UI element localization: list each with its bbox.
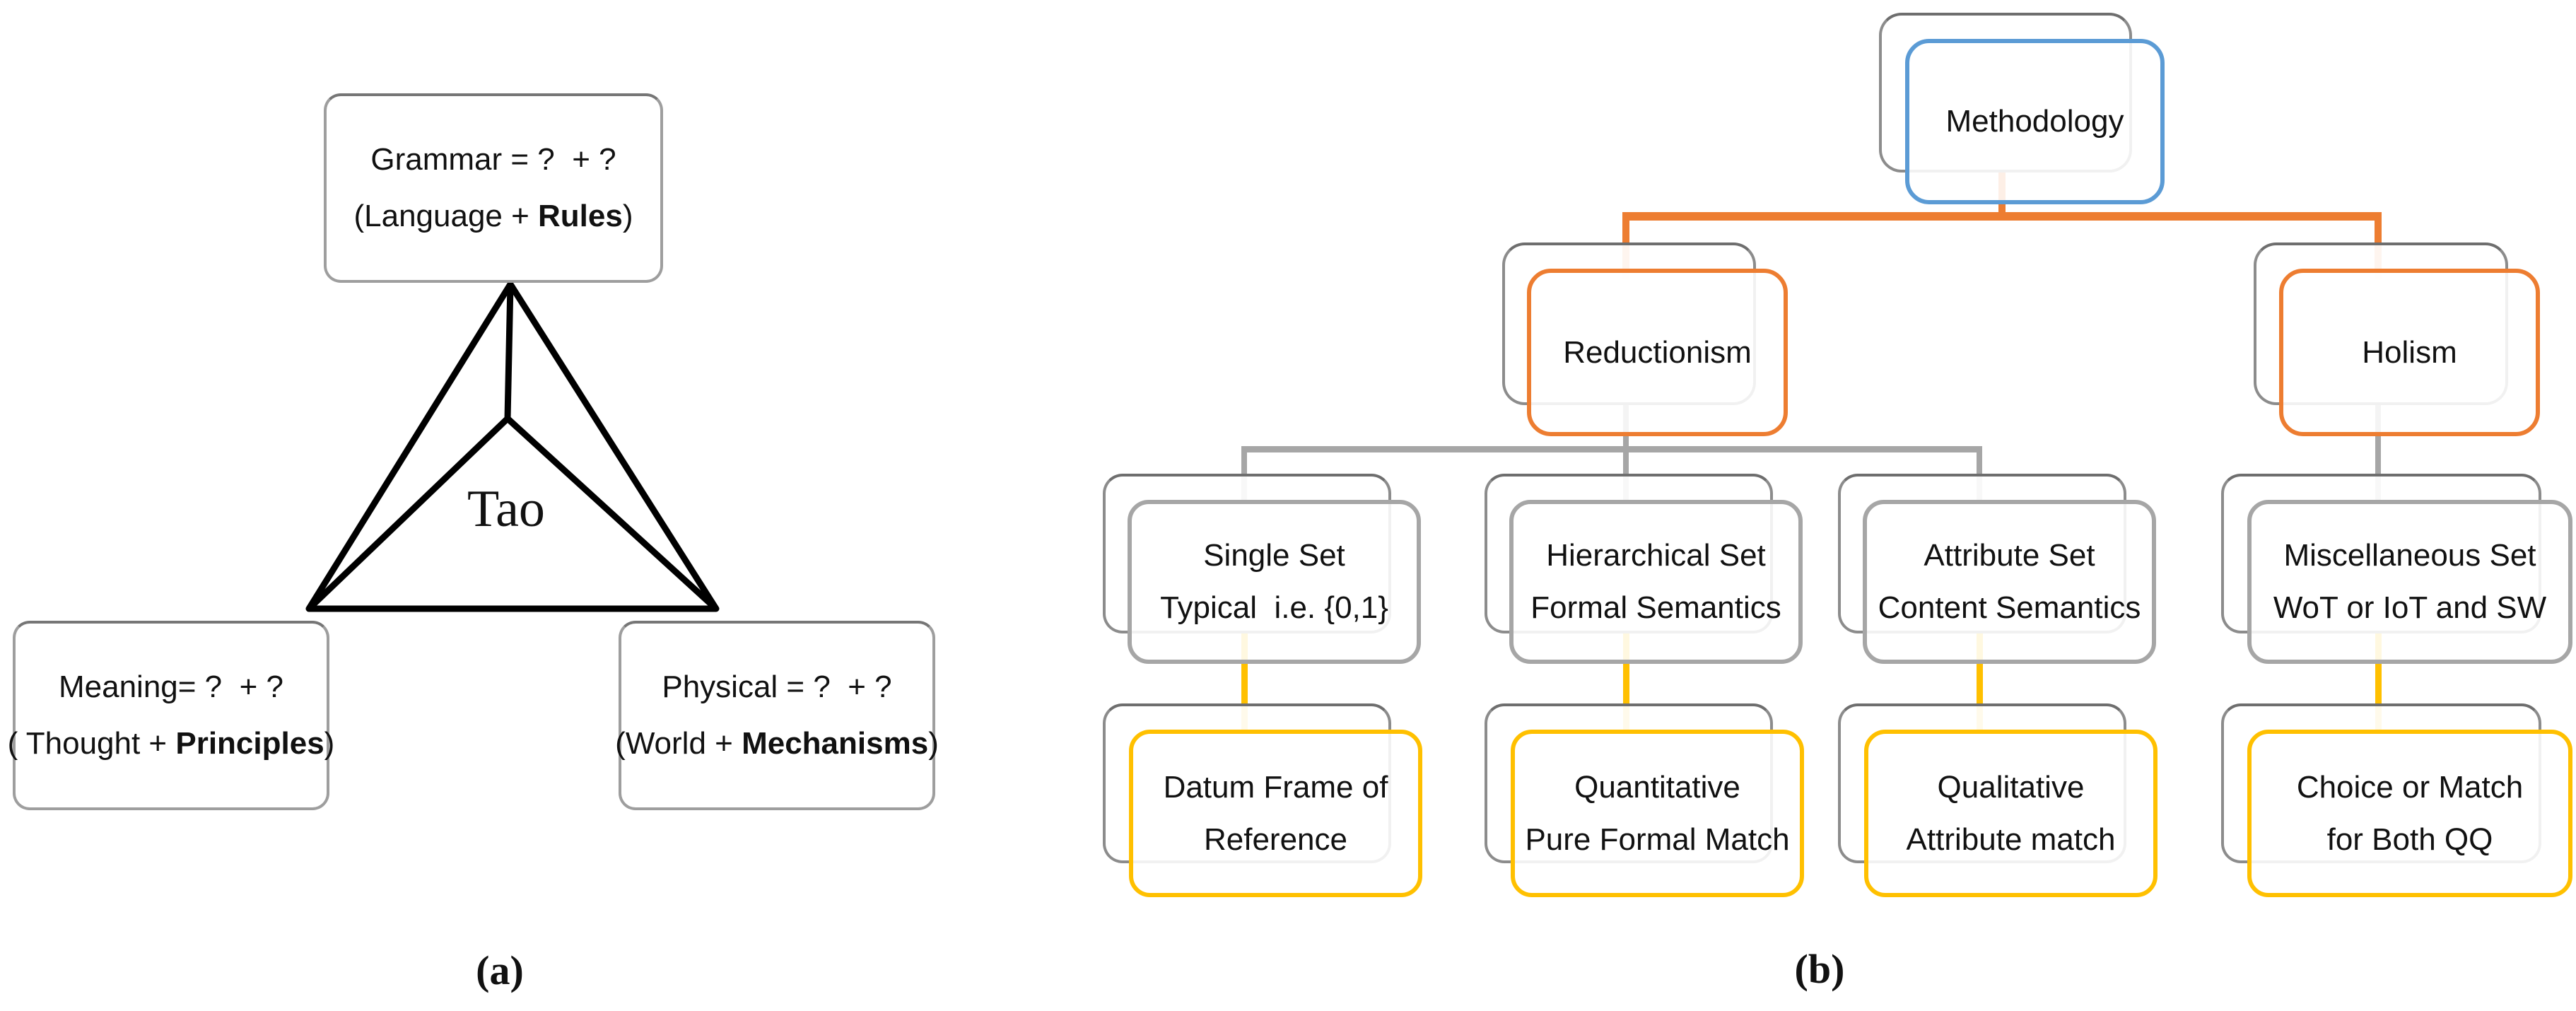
choice-match-node: Choice or Match for Both QQ (2247, 730, 2572, 897)
methodology-node: Methodology (1905, 39, 2165, 204)
grammar-line2-prefix: (Language + (353, 199, 539, 233)
connector-yellow-hierarchical-to-quantitative (1623, 631, 1629, 735)
single-set-node: Single Set Typical i.e. {0,1} (1128, 500, 1421, 664)
grammar-line2-suffix: ) (622, 199, 633, 233)
quantitative-node: Quantitative Pure Formal Match (1511, 730, 1804, 897)
miscellaneous-set-line2: WoT or IoT and SW (2273, 590, 2547, 625)
connector-yellow-single-to-datum (1241, 631, 1248, 735)
choice-match-line2: for Both QQ (2326, 822, 2493, 857)
qualitative-node: Qualitative Attribute match (1864, 730, 2158, 897)
connector-yellow-attribute-to-qualitative (1977, 631, 1983, 735)
meaning-box: Meaning= ? + ? ( Thought + Principles) (8, 621, 334, 810)
connector-yellow-miscellaneous-to-choice (2375, 631, 2382, 735)
physical-line2-prefix: (World + (615, 726, 742, 761)
tao-label: Tao (467, 480, 545, 538)
single-set-line2: Typical i.e. {0,1} (1160, 590, 1388, 625)
hierarchical-set-node: Hierarchical Set Formal Semantics (1509, 500, 1803, 664)
reductionism-node: Reductionism (1527, 269, 1788, 436)
hierarchical-set-line2: Formal Semantics (1530, 590, 1781, 625)
grammar-line1: Grammar = ? + ? (370, 142, 616, 177)
quantitative-line1: Quantitative (1574, 769, 1740, 805)
datum-frame-line1: Datum Frame of (1163, 769, 1388, 805)
grammar-box: Grammar = ? + ? (Language + Rules) (324, 93, 663, 283)
attribute-set-line2: Content Semantics (1878, 590, 2141, 625)
tao-triangle-diagram (305, 281, 720, 612)
hierarchical-set-line1: Hierarchical Set (1546, 538, 1766, 573)
triangle-inner-left-line (306, 416, 510, 612)
methodology-label: Methodology (1945, 104, 2124, 139)
quantitative-line2: Pure Formal Match (1525, 822, 1790, 857)
triangle-inner-vertical-line (504, 284, 514, 419)
panel-b-label: (b) (1794, 946, 1845, 992)
connector-holism-drop (2375, 395, 2381, 503)
holism-node: Holism (2279, 269, 2540, 436)
physical-box: Physical = ? + ? (World + Mechanisms) (615, 621, 939, 810)
connector-gray-horizontal (1241, 446, 1982, 452)
attribute-set-line1: Attribute Set (1924, 538, 2095, 573)
datum-frame-node: Datum Frame of Reference (1129, 730, 1422, 897)
grammar-line2-bold: Rules (538, 199, 623, 233)
physical-line2-bold: Mechanisms (742, 726, 929, 761)
physical-line1: Physical = ? + ? (662, 670, 892, 704)
miscellaneous-set-node: Miscellaneous Set WoT or IoT and SW (2247, 500, 2572, 664)
physical-line2: (World + Mechanisms) (615, 715, 939, 772)
triangle-outline (305, 281, 720, 612)
connector-orange-horizontal (1622, 212, 2382, 221)
meaning-line1: Meaning= ? + ? (58, 670, 283, 704)
datum-frame-line2: Reference (1203, 822, 1347, 857)
attribute-set-node: Attribute Set Content Semantics (1863, 500, 2156, 664)
triangle-inner-right-line (505, 416, 719, 612)
qualitative-line2: Attribute match (1906, 822, 2116, 857)
choice-match-line1: Choice or Match (2296, 769, 2524, 805)
panel-a-label: (a) (476, 947, 524, 993)
grammar-line2: (Language + Rules) (353, 188, 633, 245)
qualitative-line1: Qualitative (1937, 769, 2085, 805)
reductionism-label: Reductionism (1563, 334, 1752, 370)
meaning-line2-prefix: ( Thought + (7, 726, 176, 761)
meaning-line2-suffix: ) (324, 726, 335, 761)
meaning-line2: ( Thought + Principles) (8, 715, 335, 772)
physical-line2-suffix: ) (928, 726, 939, 761)
meaning-line2-bold: Principles (175, 726, 324, 761)
miscellaneous-set-line1: Miscellaneous Set (2283, 538, 2536, 573)
single-set-line1: Single Set (1203, 538, 1345, 573)
holism-label: Holism (2362, 334, 2457, 370)
